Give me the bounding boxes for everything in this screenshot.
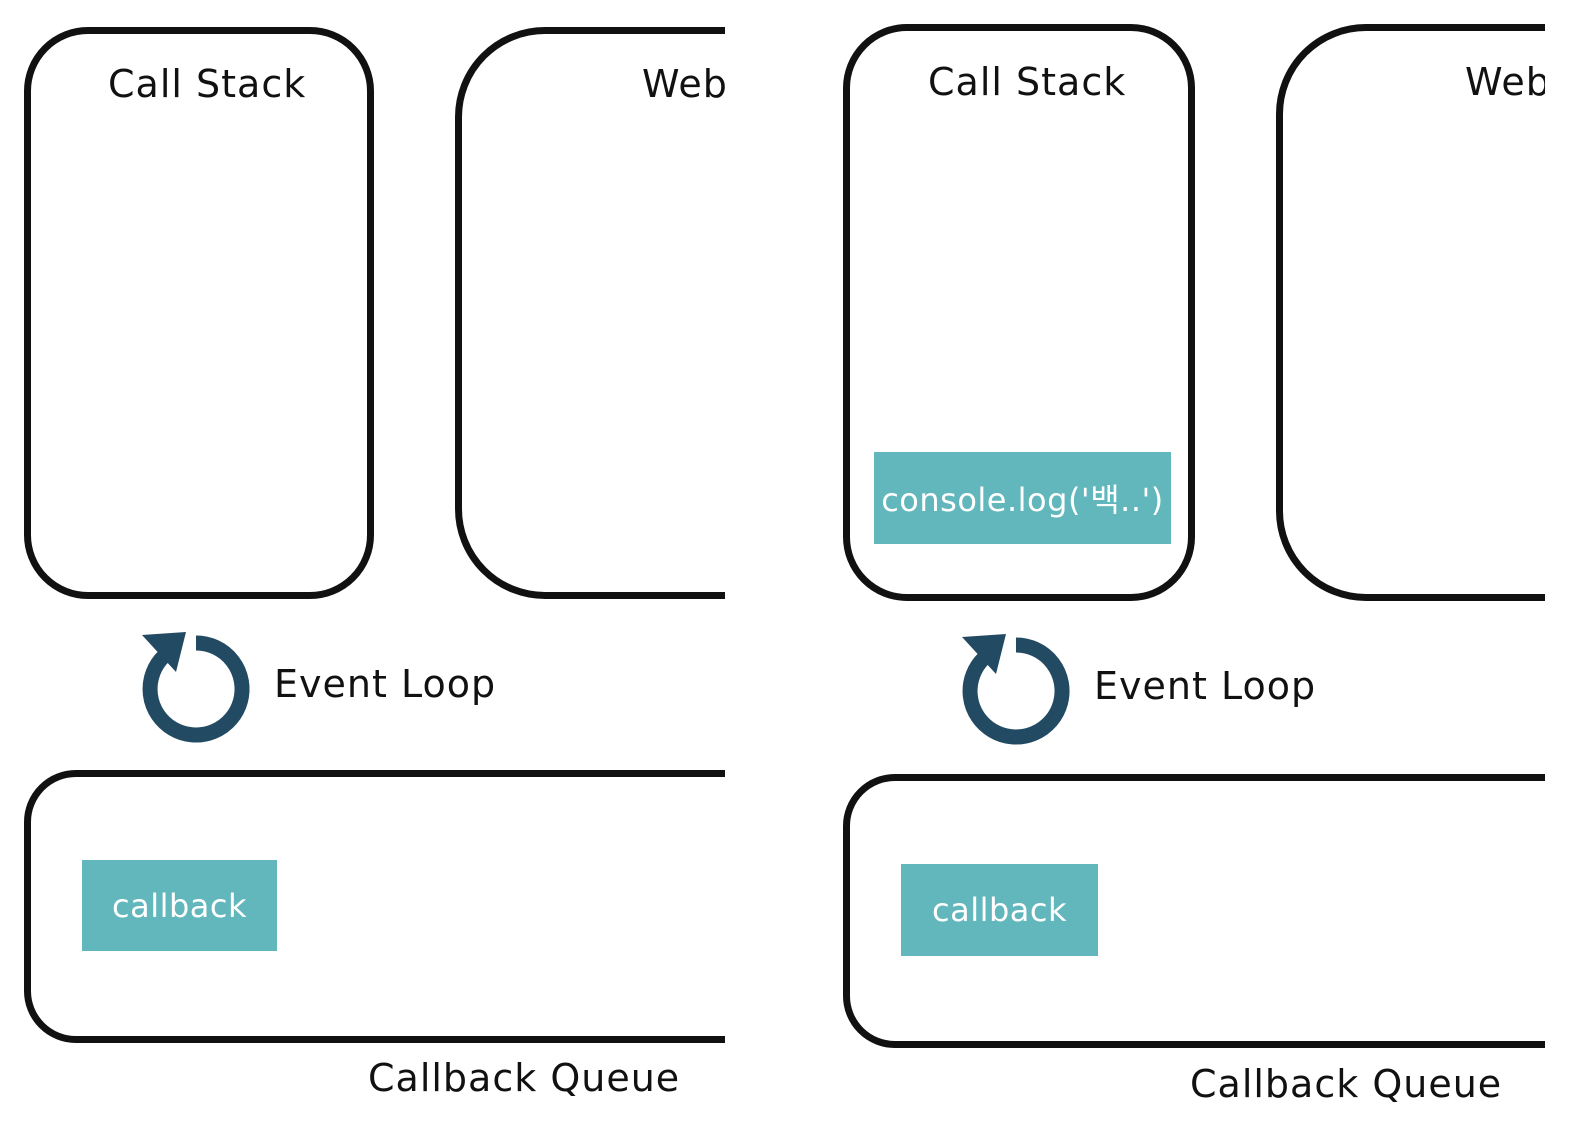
callback-queue-title: Callback Queue bbox=[368, 1056, 681, 1100]
web-apis-box bbox=[1276, 24, 1545, 601]
refresh-loop-icon bbox=[962, 634, 1070, 745]
call-stack-item-console-log: console.log('백..') bbox=[874, 452, 1171, 544]
web-apis-title: Web bbox=[1465, 60, 1545, 104]
refresh-loop-icon bbox=[142, 632, 250, 743]
call-stack-title: Call Stack bbox=[928, 60, 1127, 104]
web-apis-box bbox=[455, 27, 725, 599]
web-apis-title: Web bbox=[642, 62, 725, 106]
queue-item-callback: callback bbox=[901, 864, 1098, 956]
call-stack-title: Call Stack bbox=[108, 62, 307, 106]
event-loop-label: Event Loop bbox=[1094, 664, 1317, 708]
callback-queue-title: Callback Queue bbox=[1190, 1062, 1503, 1106]
queue-item-callback: callback bbox=[82, 860, 277, 951]
call-stack-box bbox=[24, 27, 374, 599]
event-loop-label: Event Loop bbox=[274, 662, 497, 706]
diagram-panel-before: Call Stack Web Event Loop callback Callb… bbox=[0, 0, 725, 1148]
diagram-panel-after: Call Stack console.log('백..') Web Event … bbox=[820, 0, 1545, 1148]
